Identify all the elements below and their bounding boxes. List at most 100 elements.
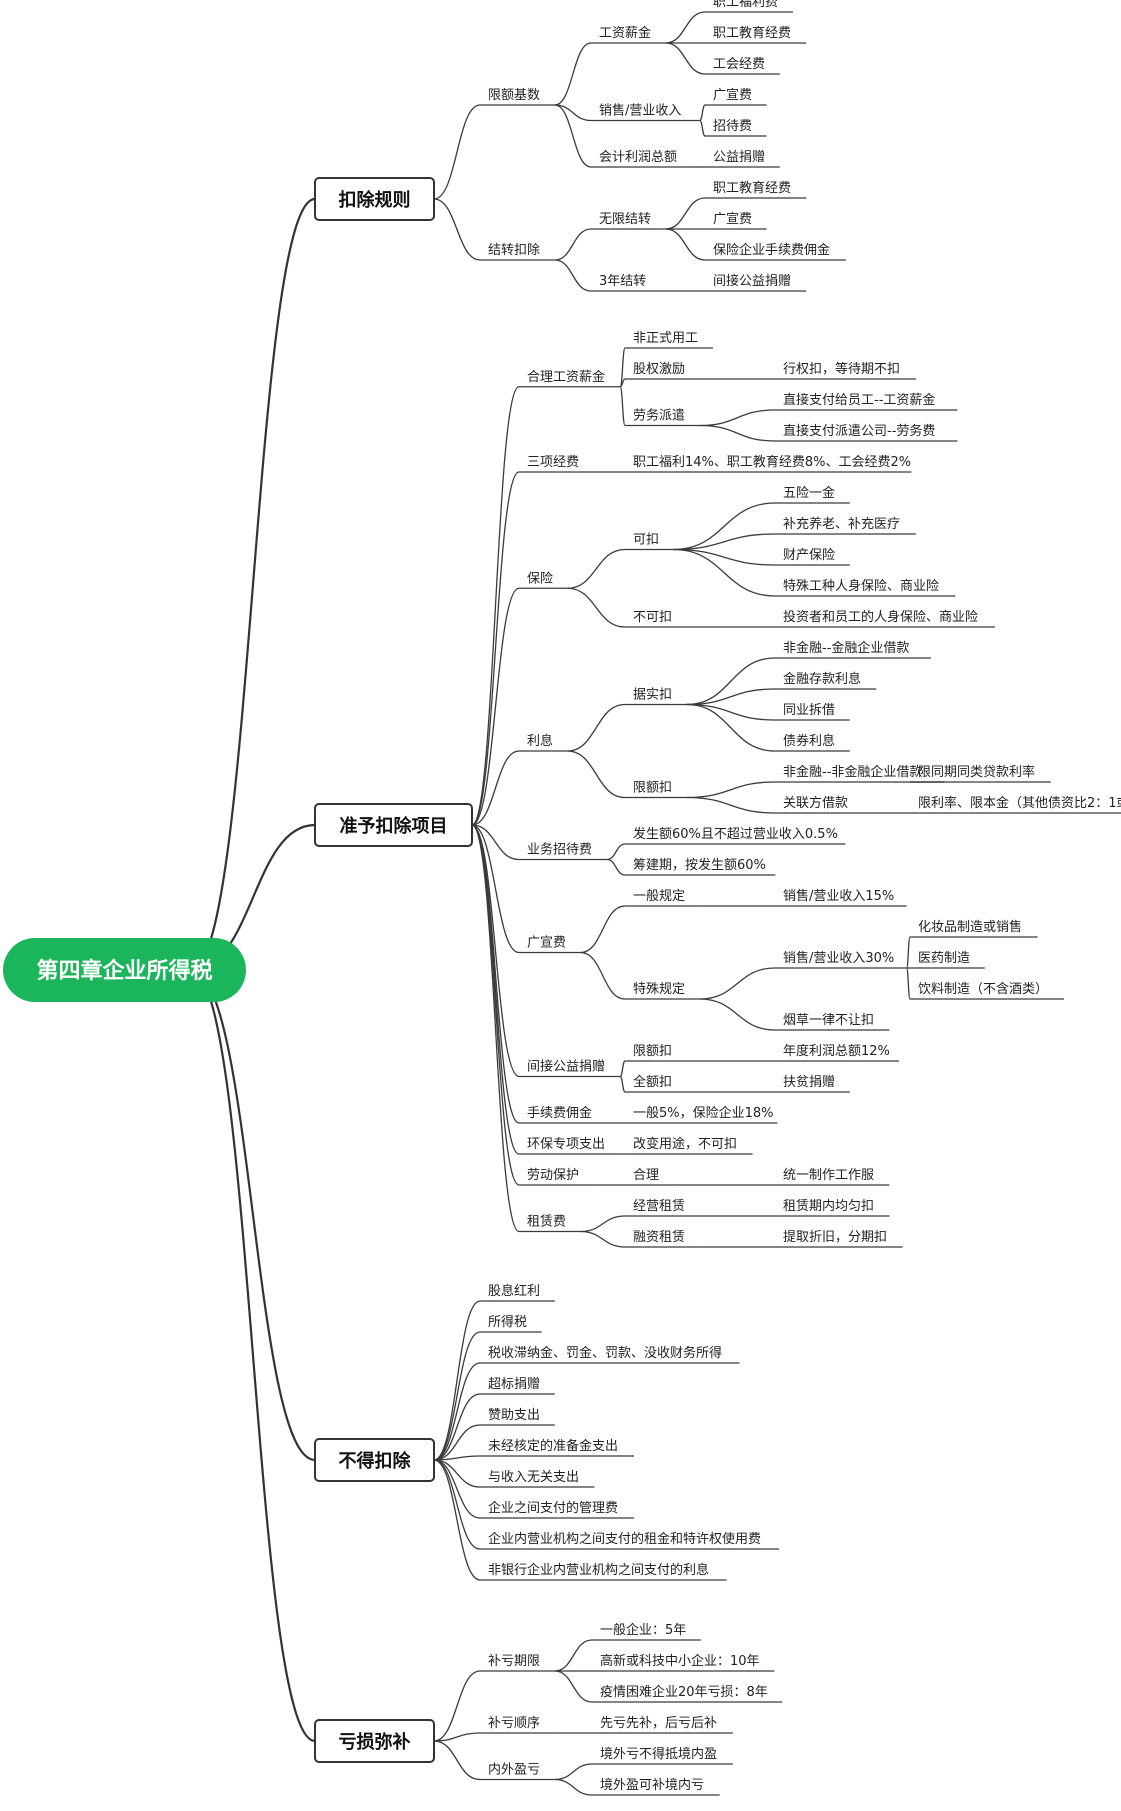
mind-map-node[interactable]: 发生额60%且不超过营业收入0.5% (625, 826, 846, 845)
mind-map-node[interactable]: 扶贫捐赠 (775, 1074, 850, 1093)
mind-map-node[interactable]: 行权扣，等待期不扣 (775, 361, 916, 380)
mind-map-node[interactable]: 销售/营业收入30% (775, 950, 907, 969)
mind-map-node[interactable]: 饮料制造（不含酒类） (910, 981, 1064, 1000)
mind-map-node[interactable]: 租赁期内均匀扣 (775, 1198, 890, 1217)
mind-map-node[interactable]: 职工福利14%、职工教育经费8%、工会经费2% (625, 454, 912, 473)
section-node[interactable]: 扣除规则 (314, 177, 435, 221)
mind-map-node[interactable]: 3年结转 (591, 274, 661, 292)
mind-map-node[interactable]: 间接公益捐赠 (705, 273, 807, 292)
mind-map-node[interactable]: 疫情困难企业20年亏损：8年 (592, 1684, 782, 1703)
mind-map-node[interactable]: 境外亏不得抵境内盈 (592, 1746, 733, 1765)
mind-map-node[interactable]: 债券利息 (775, 733, 850, 752)
mind-map-node[interactable]: 未经核定的准备金支出 (480, 1438, 634, 1457)
mind-map-node[interactable]: 职工教育经费 (705, 180, 807, 199)
mind-map-node[interactable]: 招待费 (705, 119, 767, 137)
mind-map-node[interactable]: 特殊工种人身保险、商业险 (775, 578, 956, 597)
mind-map-node[interactable]: 统一制作工作服 (775, 1168, 890, 1186)
mind-map-node[interactable]: 业务招待费 (519, 842, 607, 861)
mind-map-node[interactable]: 环保专项支出 (519, 1137, 621, 1155)
mind-map-node[interactable]: 高新或科技中小企业：10年 (592, 1653, 775, 1672)
mind-map-node[interactable]: 化妆品制造或销售 (910, 919, 1038, 938)
mind-map-node[interactable]: 销售/营业收入15% (775, 888, 907, 907)
mind-map-node[interactable]: 改变用途，不可扣 (625, 1136, 753, 1155)
mind-map-node[interactable]: 金融存款利息 (775, 671, 877, 690)
mind-map-node[interactable]: 结转扣除 (480, 243, 555, 261)
mind-map-node[interactable]: 年度利润总额12% (775, 1043, 899, 1062)
mind-map-node[interactable]: 手续费佣金 (519, 1105, 607, 1124)
mind-map-node[interactable]: 公益捐赠 (705, 150, 780, 168)
mind-map-node[interactable]: 劳动保护 (519, 1167, 594, 1186)
mind-map-node[interactable]: 合理工资薪金 (519, 369, 621, 388)
mind-map-node[interactable]: 特殊规定 (625, 982, 700, 1000)
mind-map-node[interactable]: 保险企业手续费佣金 (705, 242, 846, 261)
mind-map-node[interactable]: 所得税 (480, 1314, 542, 1333)
mind-map-node[interactable]: 直接支付派遣公司--劳务费 (775, 423, 958, 442)
mind-map-node[interactable]: 烟草一律不让扣 (775, 1013, 890, 1031)
mind-map-node[interactable]: 合理 (625, 1168, 674, 1186)
mind-map-node[interactable]: 限额基数 (480, 88, 555, 106)
mind-map-node[interactable]: 补亏期限 (480, 1654, 555, 1672)
mind-map-node[interactable]: 关联方借款 (775, 795, 863, 814)
mind-map-node[interactable]: 广宣费 (519, 935, 581, 954)
mind-map-node[interactable]: 利息 (519, 733, 568, 752)
mind-map-node[interactable]: 超标捐赠 (480, 1377, 555, 1395)
section-node[interactable]: 不得扣除 (314, 1438, 435, 1482)
mind-map-node[interactable]: 职工教育经费 (705, 25, 807, 44)
mind-map-node[interactable]: 股权激励 (625, 361, 700, 380)
mind-map-node[interactable]: 广宣费 (705, 87, 767, 106)
mind-map-node[interactable]: 同业拆借 (775, 703, 850, 721)
mind-map-node[interactable]: 非正式用工 (625, 331, 713, 349)
mind-map-node[interactable]: 工资薪金 (591, 25, 666, 44)
mind-map-node[interactable]: 税收滞纳金、罚金、罚款、没收财务所得 (480, 1345, 740, 1364)
mind-map-node[interactable]: 非金融--金融企业借款 (775, 640, 931, 659)
mind-map-node[interactable]: 境外盈可补境内亏 (592, 1777, 720, 1796)
mind-map-node[interactable]: 医药制造 (910, 951, 985, 969)
mind-map-node[interactable]: 会计利润总额 (591, 150, 693, 168)
mind-map-node[interactable]: 无限结转 (591, 212, 666, 230)
mind-map-node[interactable]: 赞助支出 (480, 1408, 555, 1426)
mind-map-node[interactable]: 不可扣 (625, 610, 687, 628)
mind-map-node[interactable]: 一般企业：5年 (592, 1622, 701, 1641)
root-node[interactable]: 第四章企业所得税 (3, 938, 246, 1002)
mind-map-node[interactable]: 三项经费 (519, 455, 594, 473)
mind-map-node[interactable]: 劳务派遣 (625, 408, 700, 427)
mind-map-node[interactable]: 投资者和员工的人身保险、商业险 (775, 609, 995, 628)
mind-map-node[interactable]: 企业之间支付的管理费 (480, 1500, 634, 1519)
mind-map-node[interactable]: 补充养老、补充医疗 (775, 516, 916, 535)
mind-map-node[interactable]: 工会经费 (705, 57, 780, 75)
section-node[interactable]: 准予扣除项目 (314, 803, 473, 847)
mind-map-node[interactable]: 职工福利费 (705, 0, 793, 13)
mind-map-node[interactable]: 间接公益捐赠 (519, 1059, 621, 1078)
mind-map-node[interactable]: 限额扣 (625, 781, 687, 799)
mind-map-node[interactable]: 直接支付给员工--工资薪金 (775, 392, 958, 411)
connector-line (699, 424, 776, 442)
mind-map-node[interactable]: 非银行企业内营业机构之间支付的利息 (480, 1562, 727, 1581)
mind-map-node[interactable]: 据实扣 (625, 688, 687, 706)
mind-map-node[interactable]: 全额扣 (625, 1074, 687, 1093)
mind-map-node[interactable]: 先亏先补，后亏后补 (592, 1716, 733, 1734)
mind-map-node[interactable]: 一般5%，保险企业18% (625, 1105, 778, 1124)
mind-map-node[interactable]: 与收入无关支出 (480, 1470, 595, 1488)
mind-map-node[interactable]: 限额扣 (625, 1044, 687, 1062)
mind-map-node[interactable]: 销售/营业收入 (591, 103, 700, 122)
mind-map-node[interactable]: 一般规定 (625, 888, 700, 907)
node-label: 广宣费 (713, 211, 752, 227)
mind-map-node[interactable]: 筹建期，按发生额60% (625, 857, 776, 876)
mind-map-node[interactable]: 经营租赁 (625, 1199, 700, 1217)
mind-map-node[interactable]: 补亏顺序 (480, 1716, 555, 1734)
mind-map-node[interactable]: 租赁费 (519, 1215, 581, 1233)
mind-map-node[interactable]: 内外盈亏 (480, 1762, 555, 1781)
mind-map-node[interactable]: 股息红利 (480, 1283, 555, 1302)
node-label: 销售/营业收入30% (783, 950, 894, 966)
mind-map-node[interactable]: 限利率、限本金（其他债资比2：1或金融5：1） (910, 795, 1121, 814)
mind-map-node[interactable]: 财产保险 (775, 548, 850, 566)
mind-map-node[interactable]: 企业内营业机构之间支付的租金和特许权使用费 (480, 1531, 780, 1550)
mind-map-node[interactable]: 提取折旧，分期扣 (775, 1229, 903, 1248)
mind-map-node[interactable]: 保险 (519, 571, 568, 589)
mind-map-node[interactable]: 可扣 (625, 533, 674, 551)
mind-map-node[interactable]: 广宣费 (705, 211, 767, 230)
mind-map-node[interactable]: 五险一金 (775, 485, 850, 504)
mind-map-node[interactable]: 限同期同类贷款利率 (910, 764, 1051, 783)
section-node[interactable]: 亏损弥补 (314, 1719, 435, 1763)
mind-map-node[interactable]: 融资租赁 (625, 1230, 700, 1248)
